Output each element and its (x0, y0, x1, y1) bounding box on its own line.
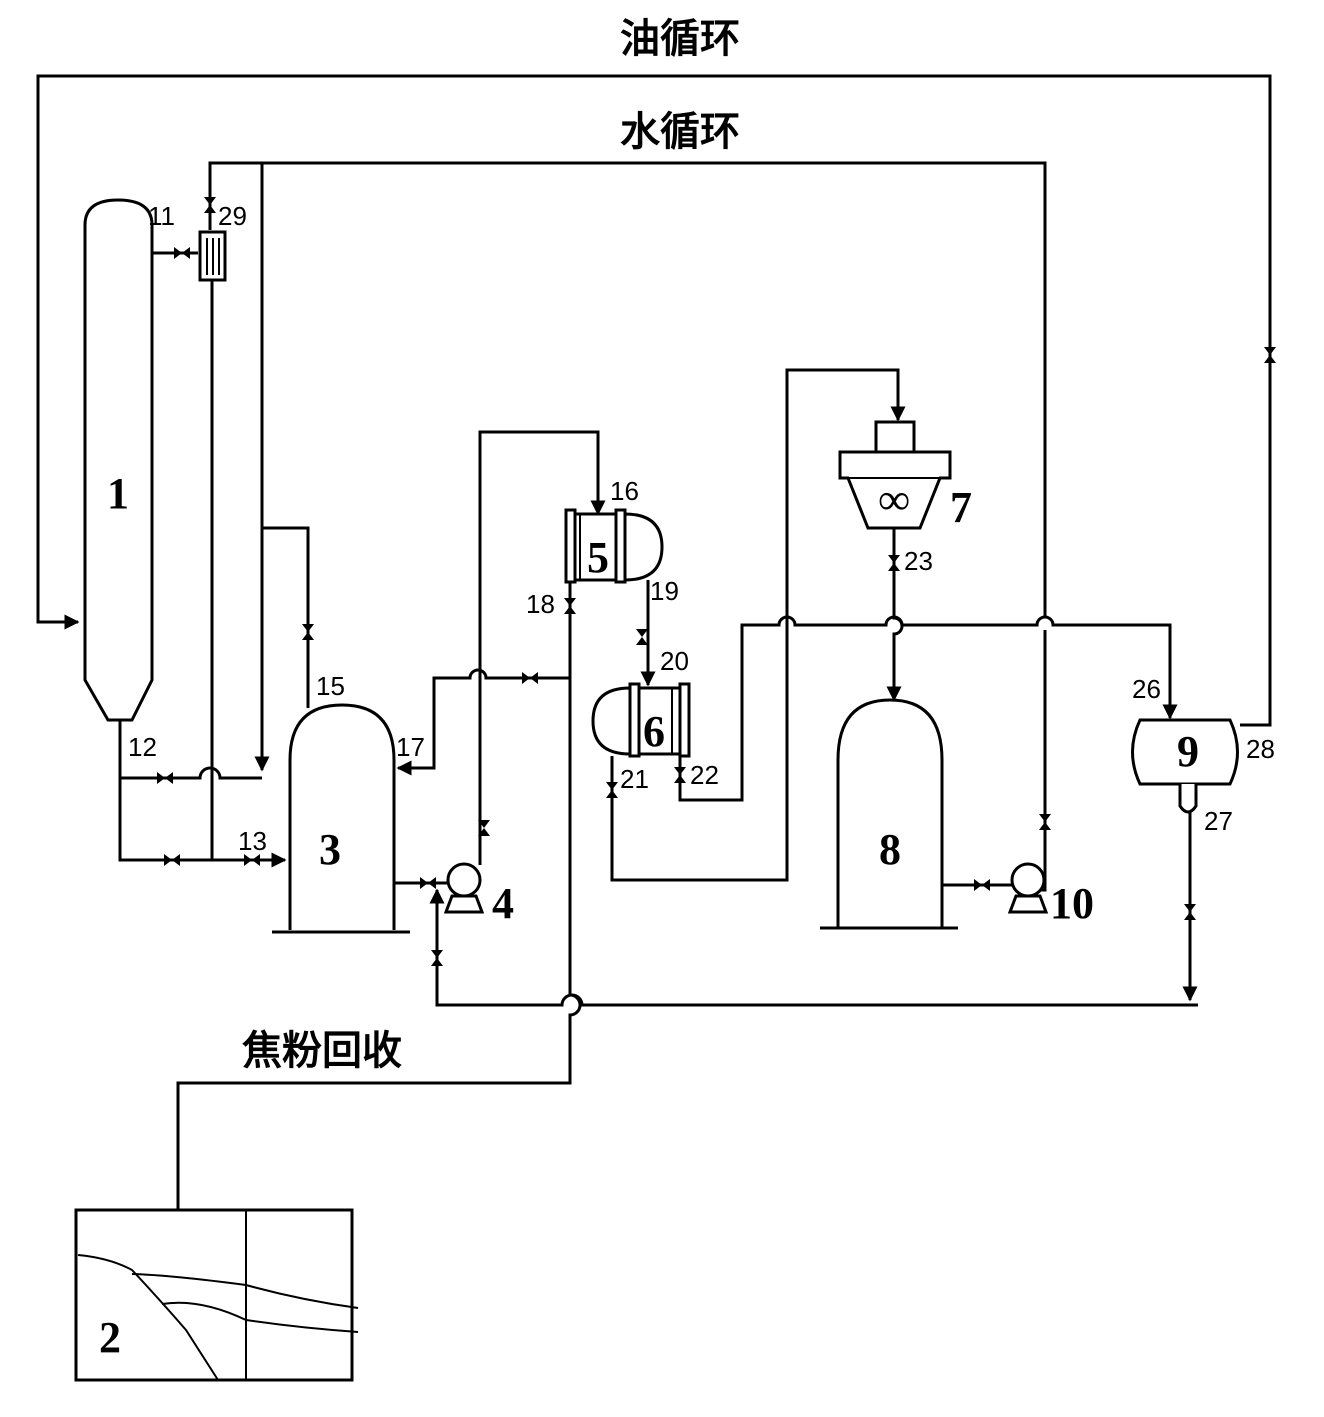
pump-10 (1010, 862, 1046, 898)
bottom-return-valve (431, 950, 443, 966)
pump-10-suction-valve (974, 879, 990, 891)
stream-18-line (170, 582, 582, 1240)
stream-27-valve (1184, 904, 1196, 920)
stream-19-label: 19 (650, 576, 679, 606)
exchanger-6-flange-right (678, 682, 691, 758)
centrifuge-7 (838, 450, 952, 530)
stream-13-line (118, 720, 287, 868)
stream-17-line (396, 668, 570, 776)
reactor-1-label: 1 (107, 469, 129, 518)
bottom-drain-valve (164, 854, 180, 866)
stream-22-valve (674, 767, 686, 783)
stream-11-valve (174, 247, 190, 259)
exchanger-5-head (623, 512, 664, 582)
stream-15-line (262, 526, 310, 708)
stream-19-valve (636, 629, 648, 645)
stream-12-valve (157, 772, 173, 784)
stream-21-valve (606, 782, 618, 798)
stream-21-line (610, 368, 906, 882)
separator-9-label: 9 (1177, 727, 1199, 776)
stream-29-label: 29 (218, 201, 247, 231)
coke-pit-2-label: 2 (99, 1313, 121, 1362)
stream-16-label: 16 (610, 476, 639, 506)
exchanger-5-flange-left (564, 508, 577, 584)
stream-28-label: 28 (1246, 734, 1275, 764)
stream-18-valve (564, 598, 576, 614)
reactor-1 (83, 198, 154, 722)
water-cycle-label: 水循环 (620, 109, 740, 155)
stream-26-label: 26 (1132, 674, 1161, 704)
pump-10-label: 10 (1050, 879, 1094, 928)
mixer-icon: ∞ (878, 475, 909, 524)
stream-27-label: 27 (1204, 806, 1233, 836)
stream-23-line (886, 528, 904, 702)
pump-4-label: 4 (492, 879, 514, 928)
tank-3-label: 3 (319, 825, 341, 874)
oil-cycle-valve (1264, 347, 1276, 363)
stream-11-label: 11 (148, 201, 175, 231)
stream-15-label: 15 (316, 671, 345, 701)
tank-8-label: 8 (879, 825, 901, 874)
coke-pit-2-contour-2 (131, 1273, 359, 1309)
stream-15-valve (302, 624, 314, 640)
stream-22-line (678, 615, 1178, 802)
stream-22-label: 22 (690, 760, 719, 790)
coke-recovery-label: 焦粉回收 (242, 1028, 402, 1074)
stream-17-valve (522, 672, 538, 684)
filter-29-element (206, 238, 220, 275)
exchanger-6-label: 6 (643, 707, 665, 756)
water-return-valve (1039, 814, 1051, 830)
separator-9 (1131, 718, 1239, 786)
stream-29-valve (204, 197, 216, 213)
pump-4 (446, 862, 482, 898)
tank-3 (288, 703, 396, 930)
stream-23-label: 23 (904, 546, 933, 576)
stream-20-label: 20 (660, 646, 689, 676)
pump-4-suction-valve (420, 877, 436, 889)
tank-8 (836, 698, 944, 928)
stream-12-line (120, 766, 262, 780)
exchanger-5-label: 5 (587, 533, 609, 582)
oil-cycle-line (36, 74, 1272, 727)
pump-10-base (1007, 894, 1049, 914)
stream-13-label: 13 (238, 826, 267, 856)
separator-9-boot (1178, 784, 1198, 814)
pump-4-discharge (478, 430, 606, 865)
pump-4-base (443, 894, 485, 914)
coke-pit-2-contour-1 (77, 1254, 219, 1381)
water-cycle-line (208, 161, 1047, 808)
coke-pit-2 (74, 1208, 354, 1382)
stream-21-label: 21 (620, 764, 649, 794)
centrifuge-7-motor (874, 420, 916, 454)
oil-cycle-label: 油循环 (620, 16, 740, 62)
coke-pit-2-contour-3 (161, 1301, 359, 1333)
stream-17-label: 17 (396, 732, 425, 762)
stream-23-valve (888, 555, 900, 571)
stream-12-label: 12 (128, 732, 157, 762)
stream-18-label: 18 (526, 589, 555, 619)
centrifuge-7-label: 7 (950, 483, 972, 532)
exchanger-6-head (591, 686, 632, 756)
